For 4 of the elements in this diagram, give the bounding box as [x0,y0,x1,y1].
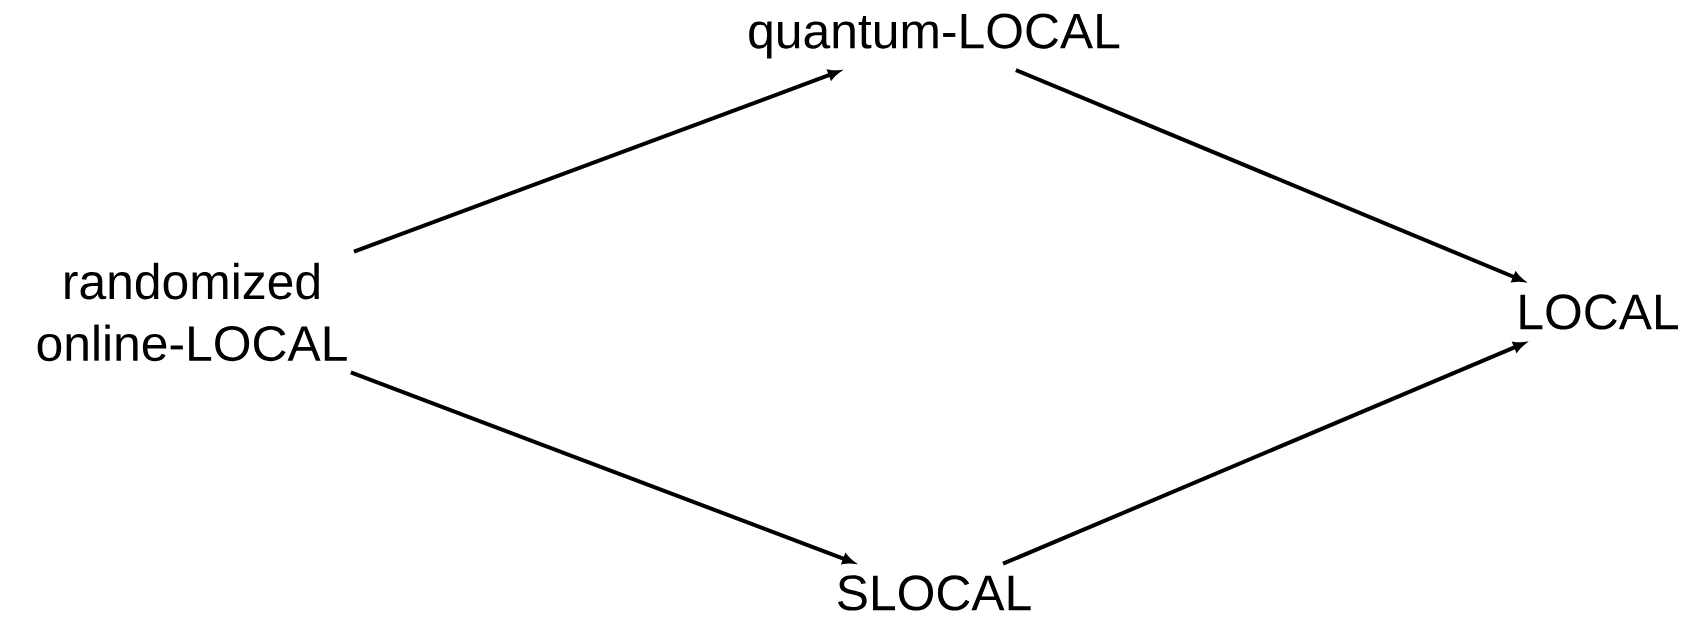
node-label: SLOCAL [838,575,1031,611]
node-label: randomized online-LOCAL [37,262,347,362]
node-label: quantum-LOCAL [749,13,1120,59]
node-label: LOCAL [1520,294,1678,330]
